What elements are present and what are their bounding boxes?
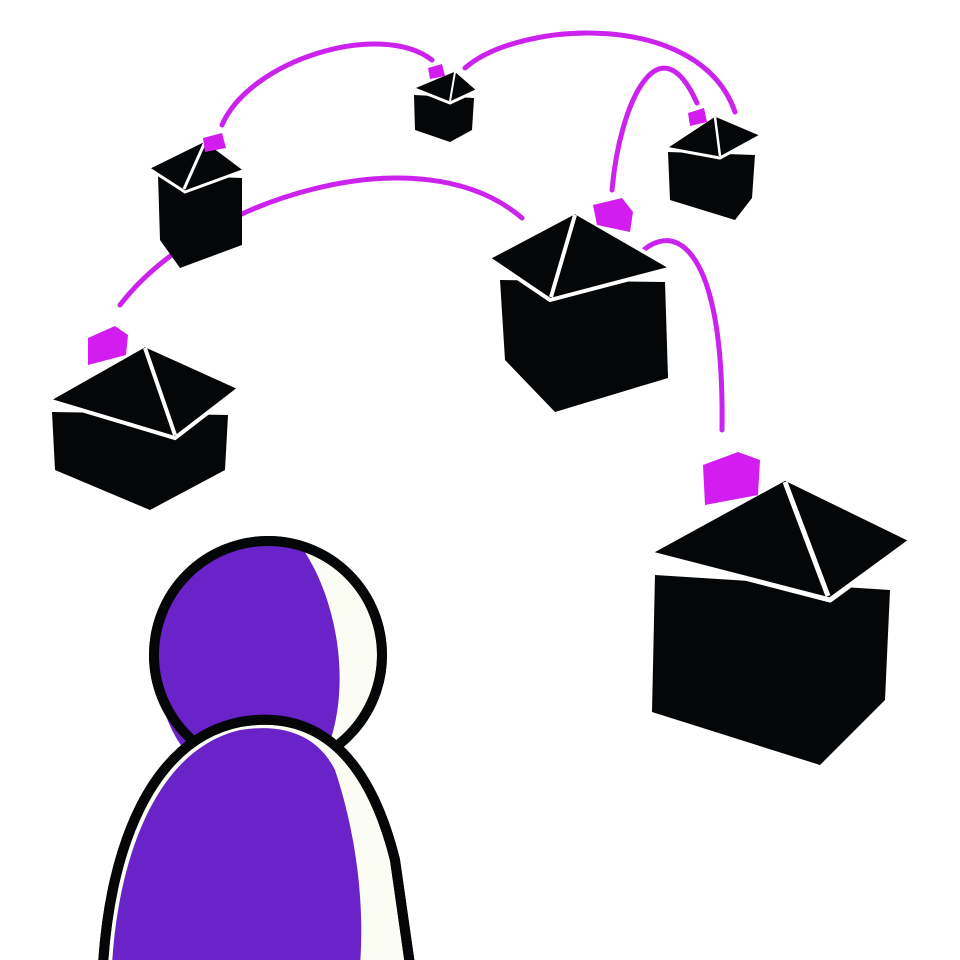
house-icon <box>42 326 244 510</box>
package-icon <box>688 108 707 126</box>
package-icon <box>703 452 760 505</box>
connection-arc <box>609 65 700 193</box>
package-icon <box>593 198 633 232</box>
connection-arcs <box>117 30 738 433</box>
connection-arc <box>629 238 725 433</box>
connection-arc <box>219 41 435 128</box>
connection-arc <box>462 30 738 115</box>
house-icon <box>484 198 678 412</box>
house-icon <box>144 133 249 268</box>
package-icon <box>203 133 226 152</box>
connection-arc <box>117 175 525 308</box>
person-figure <box>98 536 415 960</box>
house-icon <box>661 108 766 220</box>
package-icon <box>88 326 128 365</box>
house-icon <box>408 64 481 142</box>
house-icon <box>641 452 917 765</box>
package-icon <box>428 64 445 79</box>
